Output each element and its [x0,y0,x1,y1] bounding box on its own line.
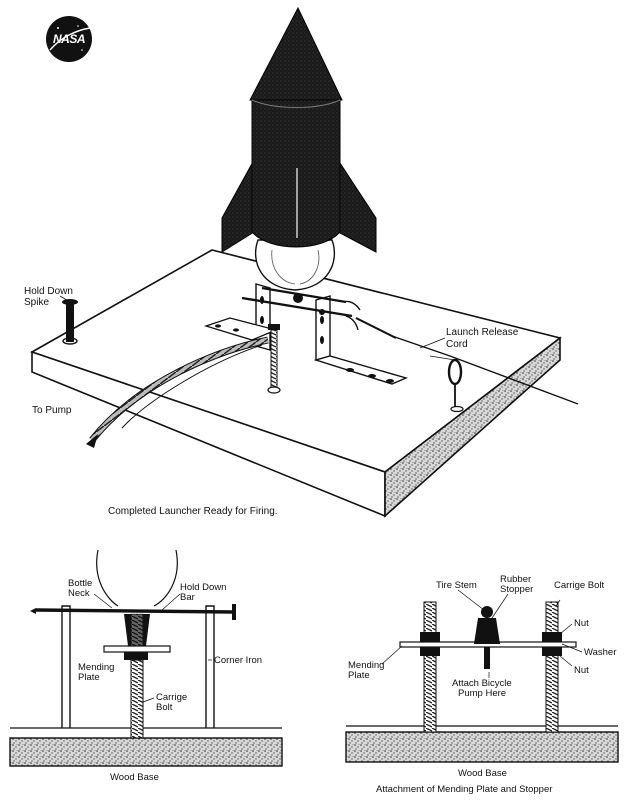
label-rubber-stopper-2: Stopper [500,584,534,595]
rocket [221,6,377,291]
label-wood-base-right: Wood Base [458,768,507,779]
label-mending-plate-2: Plate [78,672,100,683]
label-hold-down-bar-2: Bar [180,592,195,603]
label-hold-down-spike-2: Spike [24,297,50,308]
launch-release-cord [355,317,579,405]
label-rubber-stopper-1: Rubber [500,574,532,585]
label-bottle-neck-1: Bottle [68,578,93,589]
label-mending-plate-right-2: Plate [348,670,370,681]
launcher-mechanism [203,283,409,394]
label-carriage-bolt-2: Bolt [156,702,173,713]
pump-hose [86,336,269,448]
label-launch-release-2: Cord [446,339,468,350]
label-nut-bottom: Nut [574,665,589,676]
nasa-logo: NASA [44,14,94,64]
label-carriage-bolt-right: Carrige Bolt [554,580,605,591]
label-attach-pump-1: Attach Bicycle [452,678,512,689]
wood-board [30,249,562,518]
label-tire-stem: Tire Stem [436,580,477,591]
nasa-logo-text: NASA [52,32,86,46]
label-mending-plate-1: Mending [78,662,115,673]
label-bottle-neck-2: Neck [68,588,90,599]
right-detail-drawing [345,589,619,763]
label-wood-base-left: Wood Base [110,772,159,783]
label-carriage-bolt-1: Carrige [156,692,188,703]
label-nut-top: Nut [574,618,589,629]
left-detail-drawing [9,549,283,767]
label-corner-iron: Corner Iron [214,655,263,666]
nasa-meatball-icon [46,16,92,62]
label-washer: Washer [584,647,617,658]
label-hold-down-bar-1: Hold Down [180,582,227,593]
label-launch-release-1: Launch Release [446,327,519,338]
caption-mending-plate-stopper: Attachment of Mending Plate and Stopper [376,784,553,795]
label-hold-down-spike-1: Hold Down [24,286,73,297]
label-mending-plate-right-1: Mending [348,660,385,671]
caption-completed-launcher: Completed Launcher Ready for Firing. [108,506,278,517]
label-to-pump: To Pump [32,405,72,416]
label-attach-pump-2: Pump Here [458,688,507,699]
